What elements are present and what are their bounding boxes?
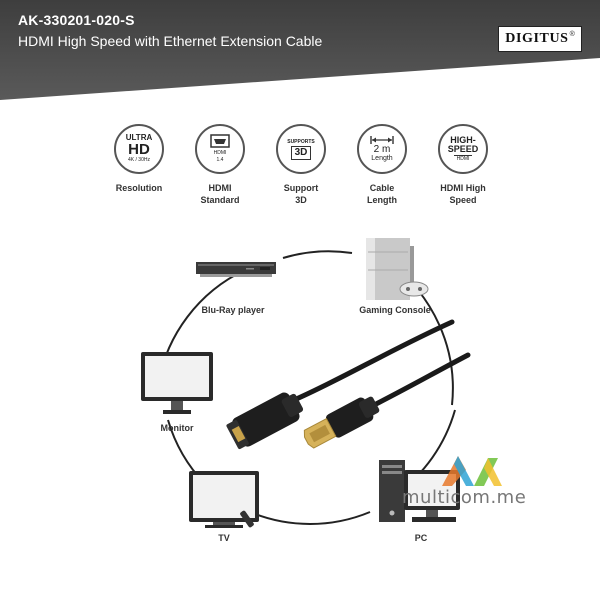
length-value: 2 m: [373, 143, 391, 155]
feature-3d: SUPPORTS 3D Support 3D: [265, 124, 337, 206]
label-tv: TV: [218, 533, 230, 543]
brand-logo: DIGITUS®: [498, 26, 582, 52]
feature-cable-length: 2 m Length Cable Length: [346, 124, 418, 206]
feature-row: ULTRA HD 4K / 30Hz Resolution HDMI 1.4 H…: [103, 124, 499, 206]
length-arrow-icon: [370, 135, 394, 144]
brand-logo-text: DIGITUS: [505, 31, 569, 46]
feature-label-cable-length: Cable Length: [367, 183, 397, 205]
hdmi-cable-icon: [226, 319, 471, 450]
header-text: AK-330201-020-S HDMI High Speed with Eth…: [18, 12, 322, 49]
ultra-hd-icon: ULTRA HD 4K / 30Hz: [114, 124, 164, 174]
product-subtitle: HDMI High Speed with Ethernet Extension …: [18, 33, 323, 49]
header-band: [0, 0, 600, 100]
3d-text: 3D: [290, 145, 312, 160]
hdmi-male-connector: [303, 396, 380, 449]
feature-label-3d: Support 3D: [283, 183, 319, 205]
ultra-text: ULTRA: [125, 133, 153, 142]
label-pc: PC: [414, 533, 428, 543]
hd-text: HD: [128, 141, 150, 158]
resolution-spec: 4K / 30Hz: [128, 157, 150, 163]
hdmi-text: HDMI: [213, 150, 227, 156]
hdmi-connector-graphic: [210, 134, 230, 148]
hdmi-port-icon: HDMI 1.4: [195, 124, 245, 174]
feature-hdmi-standard: HDMI 1.4 HDMI Standard: [184, 124, 256, 206]
high-speed-icon: HIGH- SPEED HDMI: [438, 124, 488, 174]
feature-resolution: ULTRA HD 4K / 30Hz Resolution: [103, 124, 175, 206]
feature-label-resolution: Resolution: [115, 183, 163, 193]
supports-3d-icon: SUPPORTS 3D: [276, 124, 326, 174]
high-text: HIGH-: [450, 134, 476, 145]
watermark-text: multicom.me: [402, 487, 527, 508]
bluray-player-icon: [196, 262, 276, 277]
feature-high-speed: HIGH- SPEED HDMI HDMI High Speed: [427, 124, 499, 206]
feature-label-hdmi-standard: HDMI Standard: [200, 183, 240, 205]
supports-text: SUPPORTS: [287, 138, 315, 145]
hdmi-female-connector: [226, 392, 304, 450]
watermark-logo-icon: [442, 456, 502, 486]
label-bluray: Blu-Ray player: [201, 305, 265, 315]
monitor-icon: [141, 352, 213, 414]
brand-logo-mark: ®: [569, 30, 575, 38]
speed-text: SPEED: [447, 143, 479, 154]
label-gaming-console: Gaming Console: [359, 305, 431, 315]
label-monitor: Monitor: [160, 423, 194, 433]
length-text: Length: [371, 154, 393, 162]
cable-length-icon: 2 m Length: [357, 124, 407, 174]
feature-label-high-speed: HDMI High Speed: [440, 183, 486, 205]
product-code: AK-330201-020-S: [18, 12, 135, 28]
hdmi-sub-text: HDMI: [453, 154, 473, 163]
hdmi-version: 1.4: [216, 157, 224, 163]
gaming-console-icon: [366, 238, 429, 300]
tv-icon: [189, 471, 259, 528]
